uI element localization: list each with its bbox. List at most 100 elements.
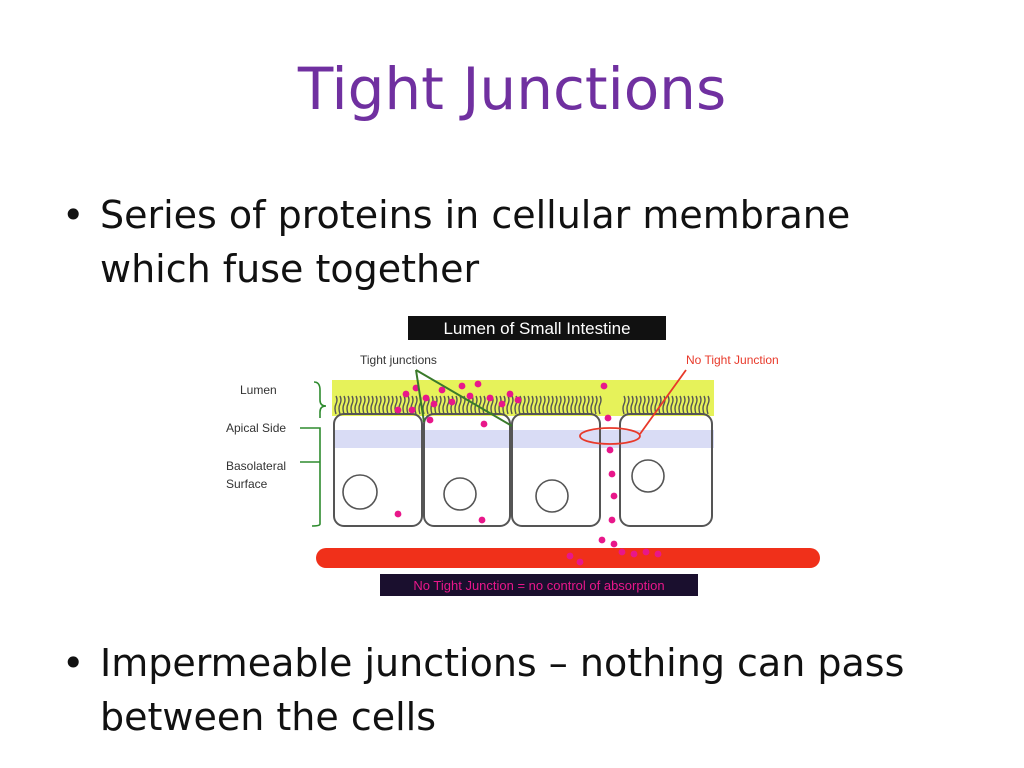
microvillus <box>510 395 514 415</box>
microvillus <box>630 395 634 415</box>
microvillus <box>506 395 510 415</box>
microvillus <box>446 395 450 415</box>
epithelial-cell <box>423 413 511 527</box>
microvillus <box>402 395 406 415</box>
microvillus <box>598 395 602 415</box>
microvillus <box>578 395 582 415</box>
microvillus <box>658 395 662 415</box>
microvillus <box>406 395 410 415</box>
microvillus <box>390 395 394 415</box>
microvillus <box>550 395 554 415</box>
callout-no-tight-junction: No Tight Junction <box>686 353 779 367</box>
callout-line-tight-1 <box>415 369 425 423</box>
epithelial-cell <box>333 413 423 527</box>
microvillus <box>594 395 598 415</box>
microvillus <box>494 395 498 415</box>
microvillus <box>546 395 550 415</box>
top-banner-label: Lumen of Small Intestine <box>443 319 630 338</box>
particle <box>606 446 614 454</box>
particle <box>576 558 584 566</box>
particle <box>642 548 650 556</box>
microvillus <box>566 395 570 415</box>
particle <box>486 394 494 402</box>
microvillus <box>698 395 702 415</box>
microvillus <box>478 395 482 415</box>
particle <box>514 396 522 404</box>
particle <box>426 416 434 424</box>
microvillus <box>334 395 338 415</box>
cell-nucleus <box>535 479 569 513</box>
particle <box>566 552 574 560</box>
bullet-item-2: • Impermeable junctions – nothing can pa… <box>62 636 962 746</box>
callout-line-tight-2 <box>415 369 513 427</box>
callout-tight-junctions: Tight junctions <box>360 353 437 367</box>
particle <box>408 406 416 414</box>
microvillus <box>570 395 574 415</box>
particle <box>598 536 606 544</box>
microvillus <box>686 395 690 415</box>
particle <box>394 406 402 414</box>
microvillus <box>666 395 670 415</box>
particle <box>608 470 616 478</box>
microvillus <box>482 395 486 415</box>
microvillus <box>358 395 362 415</box>
microvillus <box>338 395 342 415</box>
particle <box>402 390 410 398</box>
bullet-text: Series of proteins in cellular membrane … <box>100 193 851 291</box>
microvillus <box>354 395 358 415</box>
bullet-text: Impermeable junctions – nothing can pass… <box>100 641 905 739</box>
particle <box>498 400 506 408</box>
apical-band <box>334 430 714 448</box>
microvillus <box>530 395 534 415</box>
microvillus <box>526 395 530 415</box>
microvillus <box>454 395 458 415</box>
particle <box>478 516 486 524</box>
microvillus <box>574 395 578 415</box>
microvillus <box>350 395 354 415</box>
particle <box>618 548 626 556</box>
particle <box>506 390 514 398</box>
microvillus <box>690 395 694 415</box>
particle <box>422 394 430 402</box>
bullet-item-1: • Series of proteins in cellular membran… <box>62 188 962 298</box>
slide-title: Tight Junctions <box>297 55 727 123</box>
microvillus <box>650 395 654 415</box>
microvillus <box>346 395 350 415</box>
microvillus <box>374 395 378 415</box>
particle <box>604 414 612 422</box>
microvillus <box>562 395 566 415</box>
microvillus <box>682 395 686 415</box>
microvillus <box>634 395 638 415</box>
microvillus <box>522 395 526 415</box>
bottom-banner-bg <box>380 574 698 596</box>
microvillus <box>674 395 678 415</box>
bottom-banner-label: No Tight Junction = no control of absorp… <box>413 578 664 593</box>
microvillus <box>370 395 374 415</box>
microvillus <box>366 395 370 415</box>
particle <box>438 386 446 394</box>
particle <box>480 420 488 428</box>
microvillus <box>706 395 710 415</box>
label-surface: Surface <box>226 477 268 491</box>
microvillus <box>378 395 382 415</box>
particle <box>630 550 638 558</box>
no-tight-junction-marker <box>579 427 641 445</box>
microvillus <box>542 395 546 415</box>
particle <box>430 400 438 408</box>
microvillus <box>538 395 542 415</box>
microvillus <box>626 395 630 415</box>
microvillus <box>442 395 446 415</box>
particle <box>654 550 662 558</box>
microvillus <box>702 395 706 415</box>
particle <box>474 380 482 388</box>
particle <box>610 492 618 500</box>
microvillus <box>470 395 474 415</box>
particle <box>466 392 474 400</box>
microvillus <box>582 395 586 415</box>
callout-line-no-tight <box>639 369 687 435</box>
particle <box>458 382 466 390</box>
microvillus <box>534 395 538 415</box>
label-lumen: Lumen <box>240 383 277 397</box>
microvillus <box>342 395 346 415</box>
cell-nucleus <box>342 474 378 510</box>
